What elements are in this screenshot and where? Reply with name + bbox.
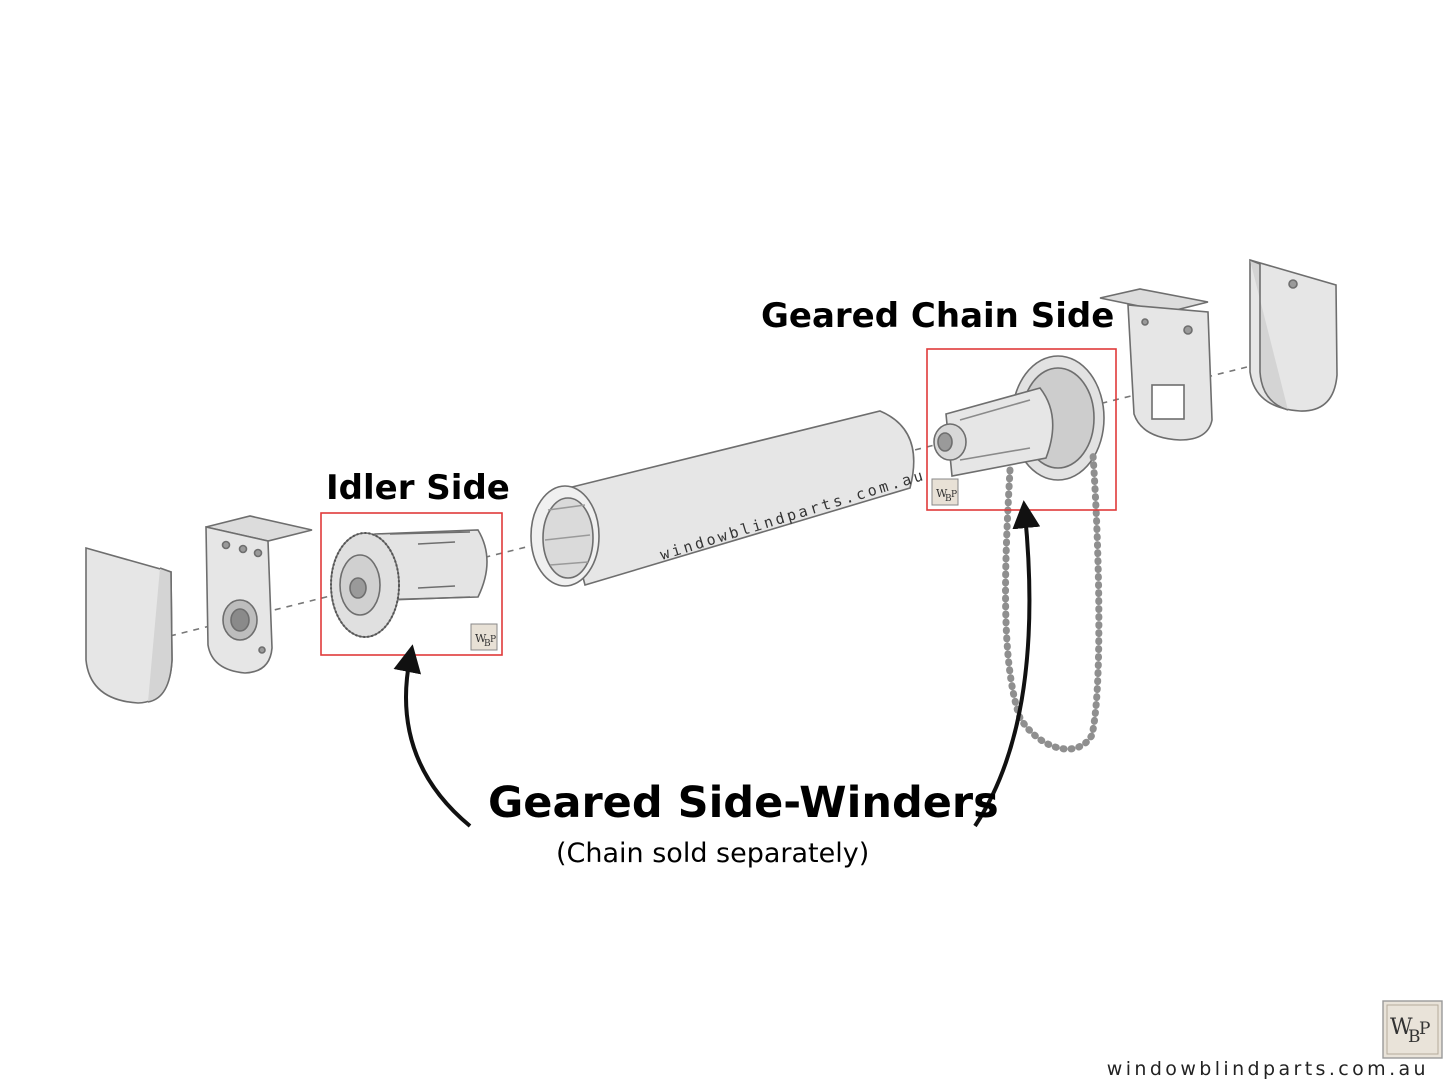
svg-text:P: P — [490, 635, 496, 645]
left-end-cover — [85, 546, 173, 704]
svg-text:W: W — [475, 632, 487, 645]
logo-letter-b: B — [1408, 1027, 1421, 1047]
roller-tube — [530, 410, 915, 587]
svg-text:W: W — [936, 487, 948, 500]
logo-letter-p: P — [1419, 1019, 1430, 1039]
arrow-to-idler — [393, 644, 472, 828]
svg-text:B: B — [484, 639, 491, 649]
chain-note: (Chain sold separately) — [556, 838, 870, 869]
website-footer: windowblindparts.com.au — [1106, 1058, 1429, 1080]
bead-chain — [1002, 451, 1103, 753]
idler-side-label: Idler Side — [326, 468, 510, 508]
arrow-to-chain-side — [973, 500, 1041, 828]
logo-letter-w: W — [1390, 1015, 1413, 1040]
main-title: Geared Side-Winders — [488, 778, 999, 828]
svg-text:B: B — [945, 494, 952, 504]
wbp-logo: W B P — [1382, 1000, 1443, 1059]
wbp-mark-chain: W B P — [931, 478, 959, 506]
geared-chain-winder — [933, 355, 1105, 481]
geared-chain-side-label: Geared Chain Side — [761, 296, 1115, 336]
right-end-cover — [1249, 258, 1338, 412]
right-bracket — [1099, 288, 1213, 441]
wbp-mark-idler: W B P — [470, 623, 498, 651]
svg-text:P: P — [951, 490, 957, 500]
idler-end-plug — [330, 529, 488, 638]
left-bracket — [205, 515, 313, 674]
